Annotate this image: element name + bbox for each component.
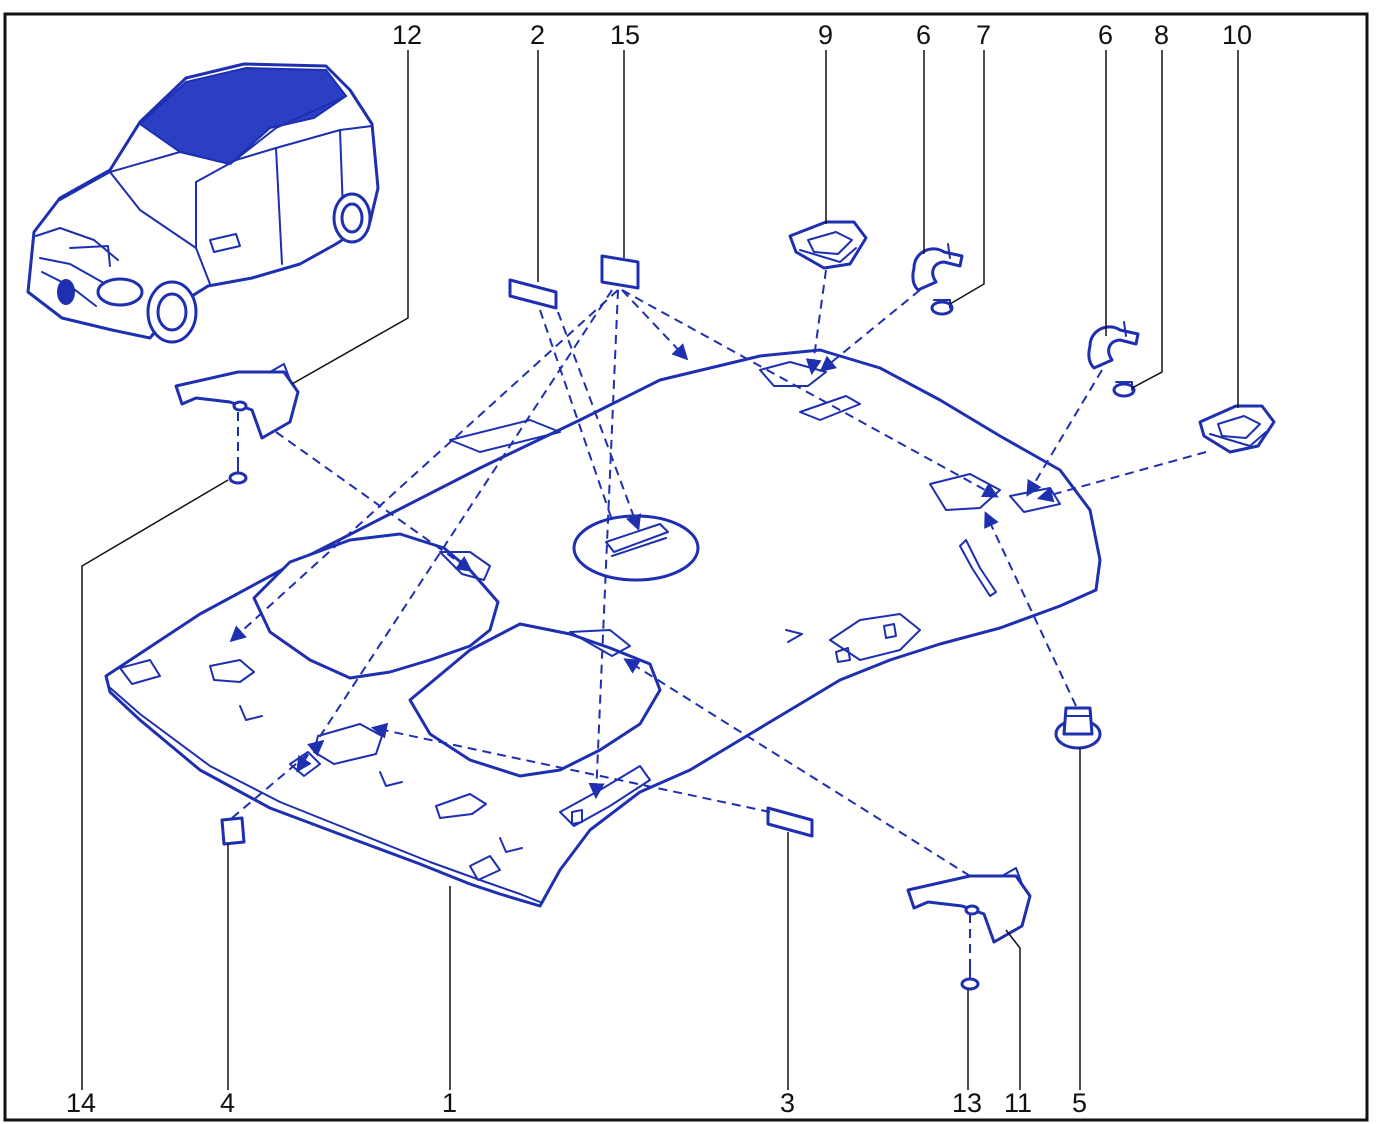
callout-12: 12 [392,20,422,50]
callout-8: 8 [1154,20,1169,50]
callout-6-left: 6 [916,20,931,50]
callout-10: 10 [1222,20,1252,50]
callout-14: 14 [66,1088,96,1118]
clip-part-3 [766,806,814,838]
visor-clip-9 [788,220,868,270]
trim-bracket-12 [174,363,300,440]
nut-8 [1112,381,1136,398]
callout-6-right: 6 [1098,20,1113,50]
screw-13 [960,965,980,991]
callout-11: 11 [1004,1088,1032,1118]
interior-lamp-5 [1054,706,1102,750]
clip-part-2 [508,278,558,310]
callout-labels: 12 2 15 9 6 7 6 8 10 14 4 1 3 13 11 5 [66,20,1252,1118]
leader-lines [81,50,1239,1090]
diagram-border [3,12,1369,1122]
callout-2: 2 [530,20,545,50]
coat-hook-6-left [911,243,964,292]
vehicle-illustration [26,62,380,344]
nut-7 [930,299,954,316]
callout-15: 15 [610,20,640,50]
coat-hook-6-right [1087,321,1140,370]
callout-5: 5 [1072,1088,1087,1118]
callout-7: 7 [976,20,991,50]
callout-9: 9 [818,20,833,50]
visor-clip-10 [1198,404,1276,454]
callout-13: 13 [952,1088,982,1118]
assembly-lines [229,269,1207,966]
trim-bracket-11 [906,867,1032,944]
callout-4: 4 [220,1088,235,1118]
callout-1: 1 [442,1088,457,1118]
screw-14 [228,459,248,485]
clip-part-4 [220,816,246,846]
callout-3: 3 [780,1088,795,1118]
clip-part-15 [600,254,640,290]
